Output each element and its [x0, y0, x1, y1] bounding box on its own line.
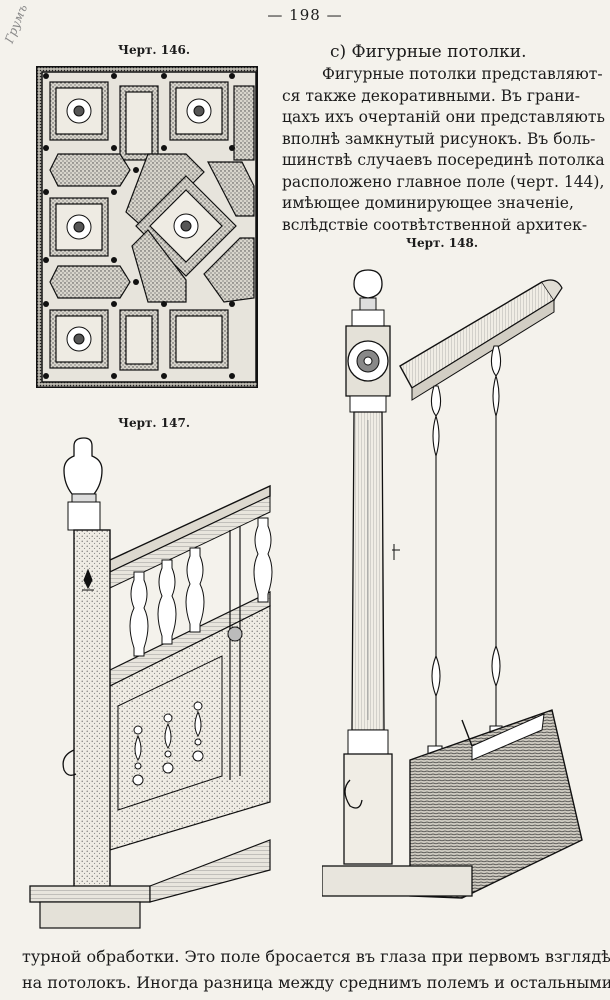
text-line: вполнѣ замкнутый рисунокъ. Въ боль- — [282, 129, 596, 148]
ceiling-drawing — [36, 66, 258, 388]
text-line: вслѣдствіе соотвѣтственной архитек- — [282, 215, 588, 234]
text-line: расположено главное поле (черт. 144), — [282, 172, 605, 191]
figure-caption-147: Черт. 147. — [118, 416, 190, 430]
text-line: турной обработки. Это поле бросается въ … — [22, 947, 610, 966]
text-line: ся также декоративными. Въ грани- — [282, 86, 581, 105]
figure-caption-148: Черт. 148. — [406, 236, 478, 250]
text-line: Фигурные потолки представляют- — [322, 65, 603, 83]
section-title: с) Фигурные потолки. — [330, 42, 527, 62]
figure-caption-146: Черт. 146. — [118, 43, 190, 57]
staircase-figure-148 — [322, 260, 584, 904]
section-paragraph: Фигурные потолки представляют- ся также … — [282, 64, 605, 236]
text-line: шинствѣ случаевъ посерединѣ потолка — [282, 151, 605, 169]
staircase-drawing-147 — [29, 437, 273, 929]
text-line: имѣющее доминирующее значеніе, — [282, 194, 574, 212]
page-number: — 198 — — [267, 6, 343, 24]
ceiling-figure-146 — [36, 66, 258, 388]
staircase-figure-147 — [26, 430, 276, 932]
bottom-paragraph: турной обработки. Это поле бросается въ … — [22, 944, 610, 996]
text-line: цахъ ихъ очертаній они представляють — [282, 108, 605, 126]
text-line: на потолокъ. Иногда разница между средни… — [22, 973, 610, 992]
staircase-drawing-148 — [322, 269, 583, 899]
